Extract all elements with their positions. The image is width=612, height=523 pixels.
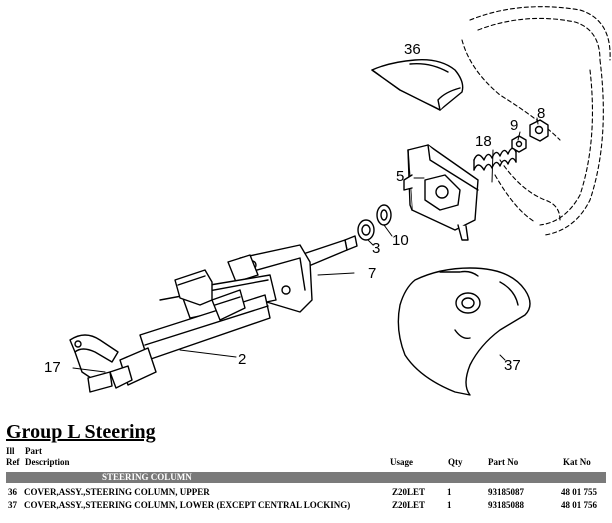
ring-part: [357, 219, 375, 241]
column-header-description: Description: [25, 457, 70, 467]
callout-36: 36: [404, 41, 421, 58]
column-header-usage: Usage: [390, 457, 413, 467]
callout-8: 8: [537, 105, 545, 122]
column-header-part-no: Part No: [488, 457, 519, 467]
nut-part: [529, 119, 549, 142]
row-part-no: 93185088: [488, 500, 524, 510]
column-header-ref: Ref: [6, 457, 20, 467]
row-qty: 1: [447, 487, 452, 497]
washer-part: [376, 204, 392, 226]
steering-column-part: [109, 235, 358, 389]
callout-7: 7: [368, 265, 376, 282]
row-ref: 37: [8, 500, 17, 510]
group-title: Group L Steering: [6, 421, 156, 443]
steering-wheel-outline: [461, 6, 611, 236]
switch-housing-part: [403, 144, 479, 241]
exploded-parts-diagram: 36 8 9 18 5 3 10 7 2 17 37: [44, 6, 611, 396]
column-header-ill: Ill: [6, 446, 15, 456]
spring-part: [473, 147, 517, 171]
callout-37: 37: [504, 357, 521, 374]
row-part-no: 93185087: [488, 487, 524, 497]
table-row: 36 COVER,ASSY.,STEERING COLUMN, UPPER Z2…: [0, 486, 612, 499]
callout-labels: 36 8 9 18 5 3 10 7 2 17 37: [44, 41, 545, 376]
callout-2: 2: [238, 351, 246, 368]
lower-cover-part: [397, 267, 531, 396]
row-description: COVER,ASSY.,STEERING COLUMN, LOWER (EXCE…: [24, 500, 351, 510]
column-header-qty: Qty: [448, 457, 463, 467]
column-header-kat-no: Kat No: [563, 457, 591, 467]
row-ref: 36: [8, 487, 17, 497]
row-kat-no: 48 01 756: [561, 500, 597, 510]
row-description: COVER,ASSY.,STEERING COLUMN, UPPER: [24, 487, 210, 497]
section-title: STEERING COLUMN: [102, 472, 192, 482]
upper-cover-part: [371, 59, 464, 111]
leader-lines: [72, 117, 539, 373]
row-qty: 1: [447, 500, 452, 510]
section-header-bar: STEERING COLUMN: [6, 472, 606, 483]
callout-17: 17: [44, 359, 61, 376]
callout-9: 9: [510, 117, 518, 134]
row-usage: Z20LET: [392, 487, 426, 497]
column-header-part: Part: [25, 446, 42, 456]
callout-10: 10: [392, 232, 409, 249]
table-row: 37 COVER,ASSY.,STEERING COLUMN, LOWER (E…: [0, 499, 612, 512]
row-usage: Z20LET: [392, 500, 426, 510]
callout-3: 3: [372, 240, 380, 257]
callout-5: 5: [396, 168, 404, 185]
callout-18: 18: [475, 133, 492, 150]
row-kat-no: 48 01 755: [561, 487, 597, 497]
lower-bracket-part: [69, 334, 119, 393]
